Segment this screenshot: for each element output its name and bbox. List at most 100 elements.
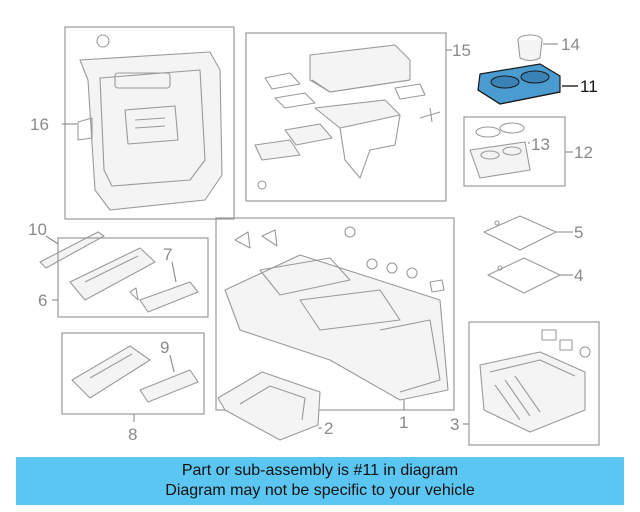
armrest-lid-edge [311,79,411,93]
rear-panel-bracket [77,117,93,141]
group-box-15 [245,32,447,202]
group-15-armrest: 15 [245,32,471,202]
armrest-pad-a [264,72,301,90]
exploded-parts-diagram: 16 15 14 11 [28,26,600,446]
group-6-front-tray: 7 6 [38,237,209,318]
floor-console-grommet-c [406,267,418,279]
part-7-clip [129,287,139,301]
armrest-lid [309,44,411,93]
group-3-console-housing: 3 [450,321,600,446]
callout-13: 13 [531,135,550,154]
armrest-pad-b [274,92,316,109]
part-info-banner: Part or sub-assembly is #11 in diagram D… [16,457,624,505]
group-8-lower-tray: 9 8 [61,332,205,444]
rear-panel-opening [99,69,206,187]
callout-14: 14 [561,35,580,54]
group-1-floor-console: 1 [215,217,455,432]
callout-7: 7 [163,245,172,264]
floor-console-grommet-b [386,262,398,274]
callout-4: 4 [574,266,583,285]
front-tray-body [69,247,156,301]
group-16-rear-panel: 16 [30,26,235,220]
cup-holder-well-right [502,146,522,156]
housing-clip-a [541,329,557,341]
armrest-hinge-frame [339,114,401,179]
leader-9 [169,354,175,373]
armrest-tray-lower [254,139,301,161]
lower-tray-body [71,345,151,399]
housing-rim [489,359,576,377]
callout-8: 8 [128,425,137,444]
callout-3: 3 [450,415,459,434]
callout-16: 16 [30,115,49,134]
base-bracket-rib [239,385,306,421]
floor-console-grommet-a [366,258,378,270]
part-5-mat: 5 [483,215,583,251]
floor-console-tab [429,279,445,293]
cup-holder-body [469,141,531,179]
housing-fastener [579,346,591,358]
cup-tray-front-edge [477,89,561,105]
armrest-latch [394,83,426,100]
callout-11: 11 [580,77,598,96]
callout-15: 15 [452,41,471,60]
floor-console-rear-wall [379,319,441,393]
part-4-mat: 4 [487,257,583,294]
part-9-pocket [139,369,199,403]
rear-panel-clip [96,34,110,48]
armrest-bolt [257,180,267,190]
callout-5: 5 [574,223,583,242]
floor-console-clip-b [261,229,278,247]
mat-4-outline [487,257,561,294]
part-2-base-bracket: 2 [217,371,333,441]
rear-panel-switch-cluster [124,105,179,145]
group-12-cup-holder: 13 12 [463,116,593,187]
group-box-8 [61,332,205,415]
floor-console-clip-a [234,231,251,249]
housing-body [479,351,586,433]
banner-line-1: Part or sub-assembly is #11 in diagram [181,462,459,479]
cup-tray-hole-left [490,75,520,89]
cup-insert-body [517,39,543,62]
rear-panel-switch-lines [134,117,166,129]
armrest-bin [314,99,401,129]
mat-5-outline [483,215,557,251]
cup-ring-right [499,122,525,134]
group-box-16 [64,26,235,220]
rear-panel-vent [114,72,171,89]
callout-10: 10 [28,220,47,239]
housing-grille [494,375,541,421]
callout-6: 6 [38,291,47,310]
leader-7 [171,261,177,283]
mat-5-corner [494,220,500,226]
part-11-cup-holder-tray: 11 [477,63,598,105]
rear-panel-body [79,51,223,211]
part-10-trim-strip: 10 [28,220,105,269]
floor-console-storage [299,289,401,331]
lower-tray-groove [89,353,133,379]
group-box-3 [468,321,600,446]
base-bracket-body [217,371,321,441]
cup-holder-well-left [480,150,500,160]
callout-12: 12 [574,143,593,162]
part-14-cup-insert: 14 [517,34,580,62]
callout-1: 1 [399,413,408,432]
cup-tray-hole-right [520,70,550,84]
banner-line-2: Diagram may not be specific to your vehi… [165,482,475,499]
trim-strip-body [39,231,105,269]
armrest-tray-left [284,123,333,146]
mat-4-corner [497,265,503,271]
group-box-6 [57,237,209,318]
floor-console-screw [344,226,356,238]
group-box-1 [215,217,455,411]
armrest-screw [419,107,441,123]
housing-clip-b [559,339,573,351]
callout-2: 2 [324,419,333,438]
cup-ring-left [475,126,501,138]
front-tray-groove [84,255,139,283]
callout-9: 9 [160,338,169,357]
part-7-pocket [139,281,199,313]
leader-10 [45,235,59,245]
floor-console-shifter-opening [259,257,351,296]
